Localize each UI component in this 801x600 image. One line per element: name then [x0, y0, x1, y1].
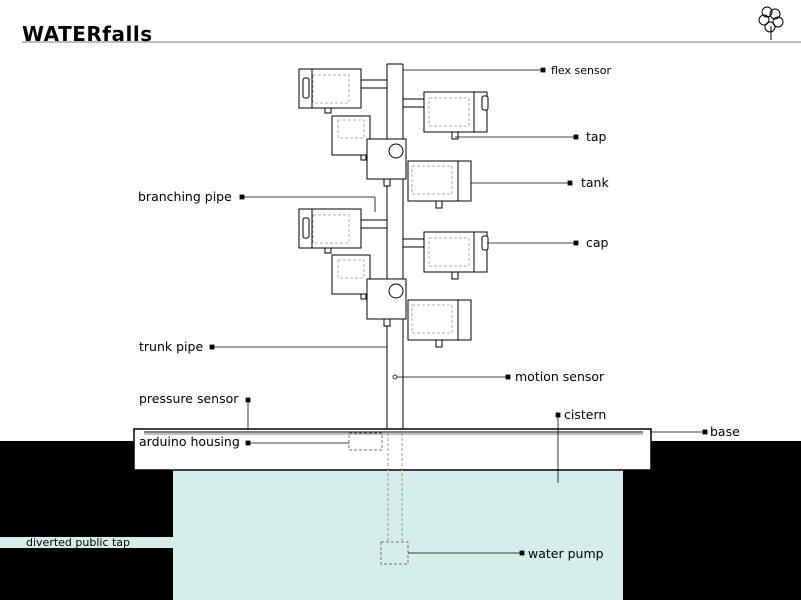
- motion-sensor-dot: [392, 374, 398, 380]
- label-motion-sensor: motion sensor: [515, 369, 605, 384]
- arduino-housing-box: [348, 432, 383, 451]
- base-slab: [133, 428, 652, 471]
- label-branching-pipe: branching pipe: [138, 189, 232, 204]
- label-tap: tap: [586, 129, 607, 144]
- label-water-pump: water pump: [528, 546, 604, 561]
- label-arduino-housing: arduino housing: [139, 434, 240, 449]
- tank-cluster-lower: [298, 208, 489, 348]
- cistern-water: [173, 470, 623, 600]
- label-flex-sensor: flex sensor: [551, 64, 611, 77]
- label-tank: tank: [581, 175, 609, 190]
- label-pressure-sensor: pressure sensor: [139, 391, 239, 406]
- leader-lines: [209, 67, 708, 556]
- label-diverted-public-tap: diverted public tap: [26, 536, 130, 549]
- tree-logo: [758, 6, 784, 40]
- tank-cluster-upper: [298, 68, 489, 209]
- diverted-tap-channel: [0, 537, 173, 548]
- label-trunk-pipe: trunk pipe: [139, 339, 203, 354]
- label-cap: cap: [586, 235, 609, 250]
- label-base: base: [710, 424, 740, 439]
- label-cistern: cistern: [564, 407, 606, 422]
